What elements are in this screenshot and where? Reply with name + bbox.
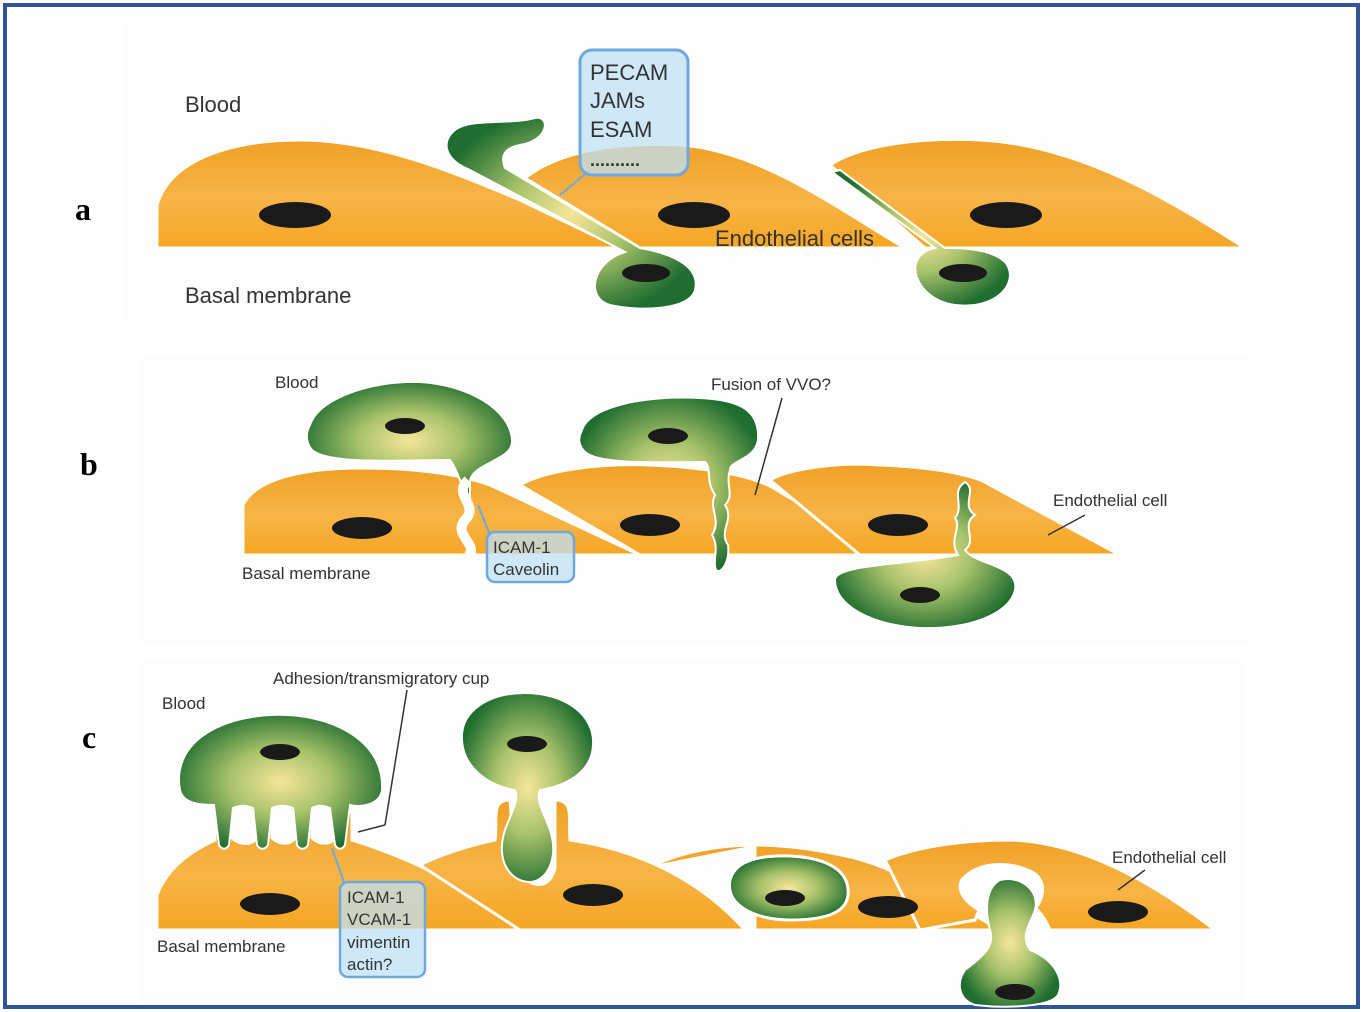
nucleus-b1	[332, 517, 392, 539]
nucleus-leukocyte-b3	[900, 587, 940, 603]
label-cup-c: Adhesion/transmigratory cup	[273, 669, 489, 688]
leukocyte-c3	[729, 856, 848, 920]
panel-b: ICAM-1 Caveolin Blood Basal membrane Fus…	[80, 355, 1247, 645]
panel-a: PECAM JAMs ESAM .......... Blood Basal m…	[75, 22, 1265, 322]
nucleus-c2	[563, 884, 623, 906]
nucleus-a1	[259, 202, 331, 228]
callout-a-line-4: ..........	[590, 150, 640, 170]
nucleus-a2	[658, 202, 730, 228]
label-basal-a: Basal membrane	[185, 283, 351, 308]
nucleus-b3	[868, 514, 928, 536]
callout-c-line-4: actin?	[347, 955, 392, 974]
nucleus-leukocyte-b1	[385, 418, 425, 434]
nucleus-leukocyte-a2	[939, 264, 987, 282]
nucleus-leukocyte-b2	[648, 428, 688, 444]
nucleus-leukocyte-a1	[622, 264, 670, 282]
callout-b-line-2: Caveolin	[493, 560, 559, 579]
panel-c: ICAM-1 VCAM-1 vimentin actin? Blood Basa…	[82, 660, 1245, 1007]
nucleus-a3	[970, 202, 1042, 228]
nucleus-c3	[858, 896, 918, 918]
nucleus-leukocyte-c2	[507, 736, 547, 752]
callout-a-line-2: JAMs	[590, 88, 645, 113]
label-endothelial-c: Endothelial cell	[1112, 848, 1226, 867]
label-endothelial-a: Endothelial cells	[715, 226, 874, 251]
label-blood-b: Blood	[275, 373, 318, 392]
callout-a-line-3: ESAM	[590, 117, 652, 142]
callout-c-line-3: vimentin	[347, 933, 410, 952]
callout-b-line-1: ICAM-1	[493, 538, 551, 557]
callout-c-line-1: ICAM-1	[347, 888, 405, 907]
nucleus-leukocyte-c1	[260, 744, 300, 760]
callout-a-line-1: PECAM	[590, 60, 668, 85]
label-basal-b: Basal membrane	[242, 564, 371, 583]
panel-letter-a: a	[75, 191, 91, 227]
nucleus-b2	[620, 514, 680, 536]
nucleus-leukocyte-c4	[995, 984, 1035, 1000]
label-blood-a: Blood	[185, 92, 241, 117]
label-fusion-b: Fusion of VVO?	[711, 375, 831, 394]
panel-letter-c: c	[82, 719, 96, 755]
nucleus-c4	[1088, 901, 1148, 923]
label-endothelial-b: Endothelial cell	[1053, 491, 1167, 510]
label-basal-c: Basal membrane	[157, 937, 286, 956]
nucleus-leukocyte-c3	[765, 890, 805, 906]
panel-letter-b: b	[80, 446, 98, 482]
callout-c-line-2: VCAM-1	[347, 910, 411, 929]
nucleus-c1	[240, 893, 300, 915]
label-blood-c: Blood	[162, 694, 205, 713]
